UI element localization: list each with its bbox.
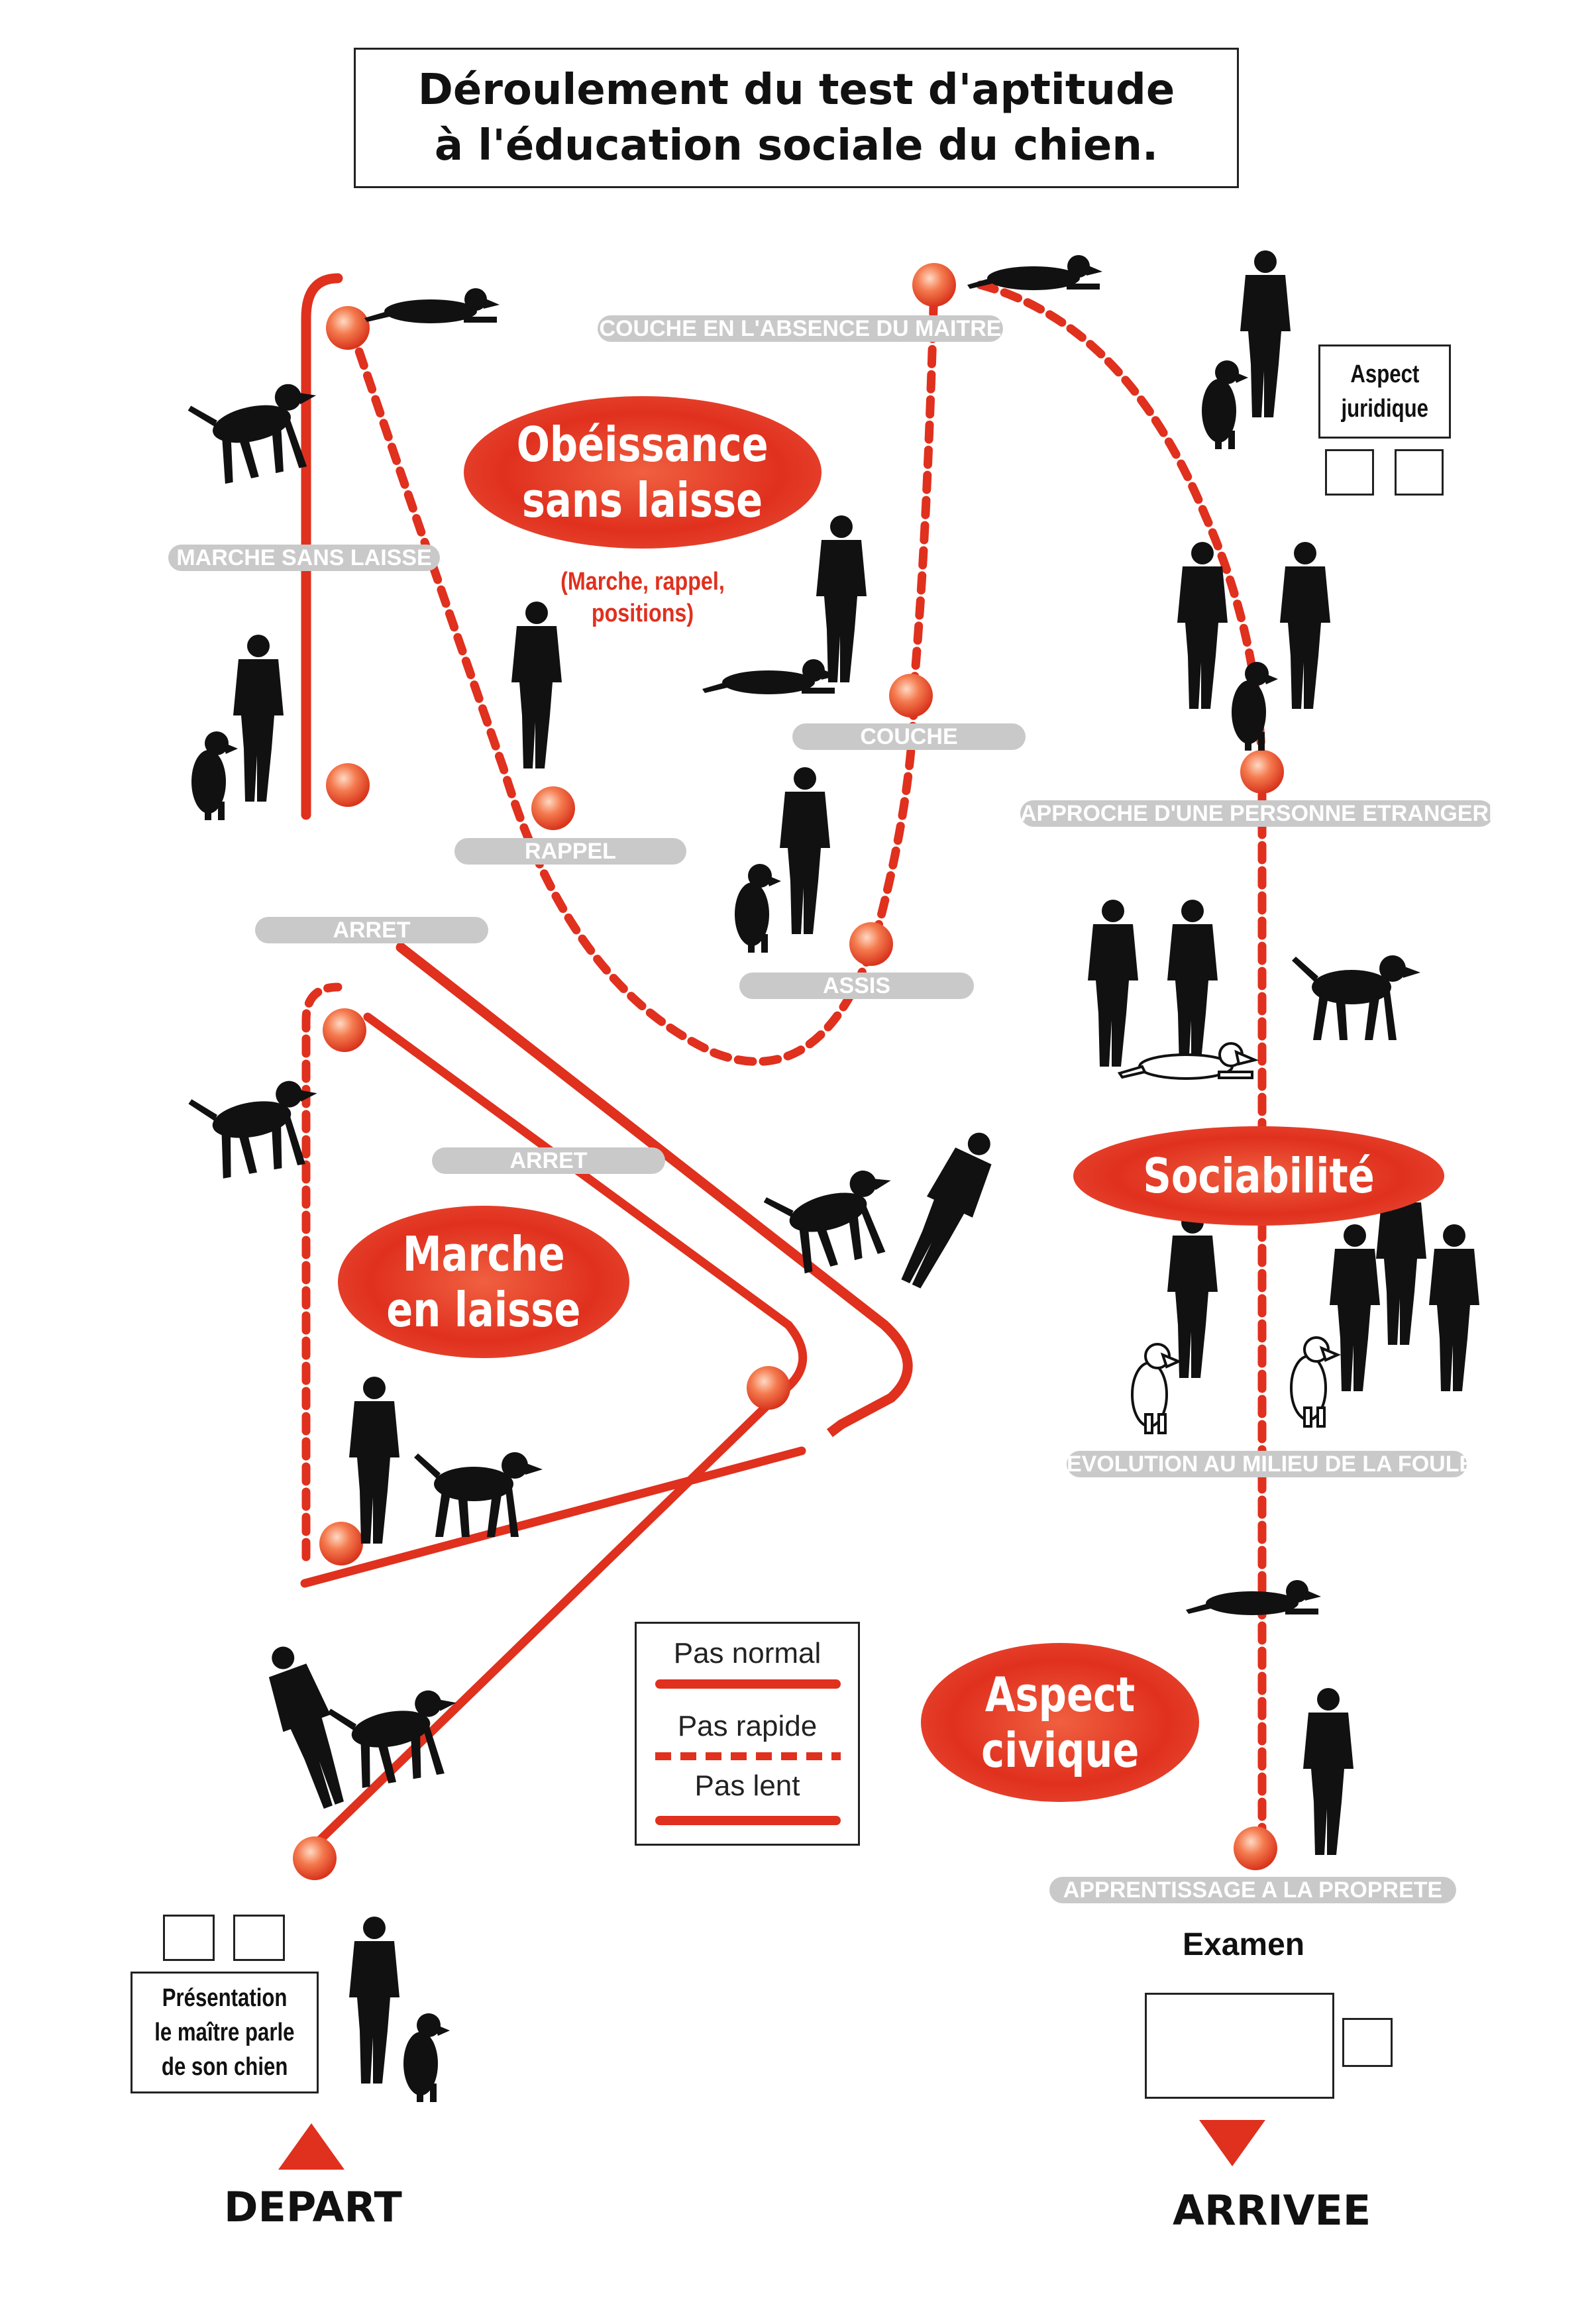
section-obeissance: Obéissance sans laisse xyxy=(464,396,822,549)
legend-normal-label: Pas normal xyxy=(673,1637,822,1669)
arrivee-label: ARRIVEE xyxy=(1173,2186,1371,2235)
aspect-juridique-line2: juridique xyxy=(1341,395,1428,423)
step-marche-sans-laisse: MARCHE SANS LAISSE xyxy=(168,545,440,571)
legend: Pas normal Pas rapide Pas lent xyxy=(635,1622,860,1846)
person-icon xyxy=(1177,542,1228,709)
dog-sitting-icon xyxy=(1202,360,1248,449)
person-icon xyxy=(255,1638,360,1813)
section-civique-line1: Aspect xyxy=(984,1667,1136,1722)
section-obeissance-line1: Obéissance xyxy=(517,417,769,472)
section-sociabilite: Sociabilité xyxy=(1073,1126,1444,1226)
step-approche: APPROCHE D'UNE PERSONNE ETRANGERE xyxy=(1020,800,1493,827)
dog-walking-icon xyxy=(1292,955,1420,1040)
checkbox-presentation-1 xyxy=(163,1915,215,1961)
examen-label: Examen xyxy=(1183,1927,1305,1962)
section-sociabilite-line1: Sociabilité xyxy=(1143,1148,1375,1204)
section-civique-line2: civique xyxy=(981,1722,1140,1778)
presentation-line3: de son chien xyxy=(161,2053,288,2081)
section-marche-line2: en laisse xyxy=(386,1282,581,1338)
legend-rapide-line xyxy=(655,1752,841,1760)
arrivee-arrow-icon xyxy=(1199,2120,1265,2166)
step-couche-absence: COUCHE EN L'ABSENCE DU MAITRE xyxy=(598,315,1003,342)
aspect-juridique-line1: Aspect xyxy=(1350,360,1419,388)
examen-checkbox xyxy=(1342,2018,1393,2067)
step-rappel: RAPPEL xyxy=(454,838,686,865)
examen-box xyxy=(1145,1993,1334,2099)
dog-outline-icon xyxy=(1290,1336,1339,1428)
step-arret-1: ARRET xyxy=(255,917,488,943)
obeissance-note-line2: positions) xyxy=(591,600,694,627)
person-icon xyxy=(349,1377,399,1544)
legend-lent-label: Pas lent xyxy=(694,1769,800,1802)
person-icon xyxy=(349,1917,399,2084)
legend-rapide-label: Pas rapide xyxy=(677,1710,818,1742)
section-civique: Aspect civique xyxy=(921,1643,1199,1802)
title-line-2: à l'éducation sociale du chien. xyxy=(434,121,1159,170)
step-couche: COUCHE xyxy=(792,723,1026,750)
dog-sitting-icon xyxy=(1232,662,1278,751)
presentation-line2: le maître parle xyxy=(154,2019,295,2046)
person-icon xyxy=(1429,1224,1479,1391)
person-icon xyxy=(1330,1224,1380,1391)
section-marche-line1: Marche xyxy=(402,1226,565,1282)
step-evolution: EVOLUTION AU MILIEU DE LA FOULE xyxy=(1067,1451,1467,1477)
step-proprete: APPRENTISSAGE A LA PROPRETE xyxy=(1049,1877,1456,1903)
person-icon xyxy=(233,635,284,802)
person-icon xyxy=(1280,542,1330,709)
depart-arrow-icon xyxy=(278,2123,345,2170)
legend-normal-line xyxy=(655,1679,841,1689)
legend-lent-line xyxy=(655,1816,841,1825)
dog-sitting-icon xyxy=(403,2013,450,2102)
section-marche: Marche en laisse xyxy=(338,1206,629,1358)
section-obeissance-line2: sans laisse xyxy=(522,472,763,528)
person-icon xyxy=(780,767,830,934)
dog-sitting-icon xyxy=(191,731,238,820)
obeissance-note-line1: (Marche, rappel, xyxy=(560,568,725,596)
aspect-juridique-box: Aspect juridique xyxy=(1318,344,1451,439)
person-icon xyxy=(1240,250,1291,417)
step-assis: ASSIS xyxy=(739,973,974,999)
person-icon xyxy=(1088,900,1138,1067)
person-icon xyxy=(1167,1211,1218,1378)
presentation-box: Présentation le maître parle de son chie… xyxy=(131,1972,319,2093)
title-line-1: Déroulement du test d'aptitude xyxy=(417,66,1175,115)
page-title: Déroulement du test d'aptitude à l'éduca… xyxy=(354,48,1239,188)
checkbox-juridique-1 xyxy=(1325,449,1374,496)
person-icon xyxy=(890,1123,1007,1296)
dog-sitting-icon xyxy=(735,864,781,953)
dog-outline-icon xyxy=(1131,1343,1180,1434)
step-arret-2: ARRET xyxy=(432,1147,665,1174)
dog-lying-icon xyxy=(364,288,500,323)
dog-walking-icon xyxy=(762,1163,909,1279)
person-icon xyxy=(816,515,867,682)
person-icon xyxy=(1167,900,1218,1067)
person-icon xyxy=(1303,1688,1353,1855)
checkbox-presentation-2 xyxy=(233,1915,285,1961)
dog-lying-icon xyxy=(1186,1580,1321,1615)
checkbox-juridique-2 xyxy=(1395,449,1444,496)
depart-label: DEPART xyxy=(224,2183,402,2231)
obeissance-note: (Marche, rappel, positions) xyxy=(536,566,750,629)
dog-lying-icon xyxy=(702,659,837,694)
dog-walking-icon xyxy=(327,1685,468,1792)
presentation-line1: Présentation xyxy=(162,1984,288,2012)
